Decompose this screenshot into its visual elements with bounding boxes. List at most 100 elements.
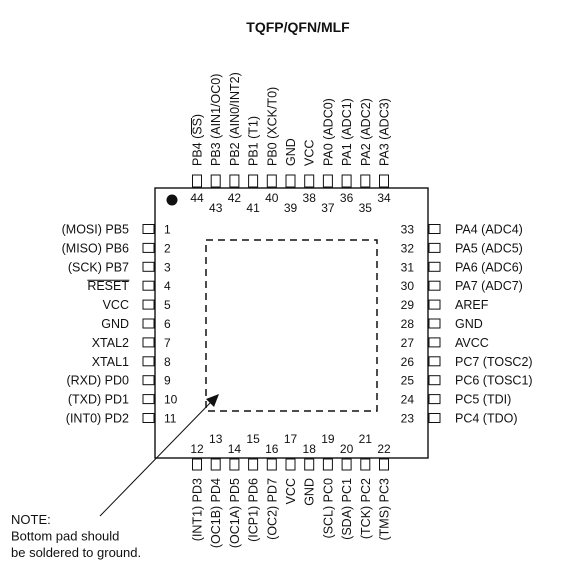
pin-pad	[428, 375, 441, 386]
pin-number: 33	[401, 223, 415, 237]
pin-label: VCC	[303, 140, 317, 166]
pin-number: 44	[190, 191, 204, 205]
exposed-pad-outline	[205, 239, 378, 412]
pin-pad	[428, 337, 441, 348]
note-line: be soldered to ground.	[11, 545, 141, 560]
pin-number: 3	[164, 260, 171, 274]
pin-pad	[428, 299, 441, 310]
pin-label: PB2 (AIN0/INT2)	[228, 72, 242, 166]
pin-label: PA2 (ADC2)	[359, 98, 373, 166]
pin-pad	[192, 458, 202, 471]
pin-pad	[210, 458, 221, 471]
pin-number: 34	[377, 191, 391, 205]
pin-number: 6	[164, 317, 171, 331]
pin-number: 26	[401, 355, 415, 369]
note-line: Bottom pad should	[11, 529, 119, 544]
pin-pad	[341, 458, 352, 471]
pin-label: PA3 (ADC3)	[378, 98, 392, 166]
pin-label: PB1 (T1)	[247, 116, 261, 166]
pin-pad	[210, 174, 221, 188]
pin-number: 16	[265, 442, 279, 456]
pin-label: (SDA) PC1	[340, 478, 354, 540]
pin-label: PC7 (TOSC2)	[455, 355, 533, 369]
pin-pad	[360, 174, 371, 188]
pin-label: GND	[101, 317, 129, 331]
pin-pad	[285, 174, 296, 188]
pin-pad	[248, 458, 259, 471]
pin-pad	[428, 261, 441, 272]
pin-label: PC4 (TDO)	[455, 412, 518, 426]
pin-number: 18	[303, 442, 317, 456]
diagram-title: TQFP/QFN/MLF	[246, 19, 350, 35]
pin-number: 24	[401, 393, 415, 407]
pin-pad	[360, 458, 371, 471]
pin-label: (OC1A) PD5	[228, 478, 242, 548]
pin-label: (SCK) PB7	[68, 260, 129, 274]
pin-label: XTAL2	[92, 336, 129, 350]
pin-number: 9	[164, 374, 171, 388]
pin-pad	[142, 413, 155, 423]
pin-number: 8	[164, 355, 171, 369]
pin-pad	[142, 318, 155, 329]
pin-pad	[142, 242, 155, 253]
pin-pad	[428, 356, 441, 367]
pin-label: (ICP1) PD6	[247, 478, 261, 542]
pin-number: 2	[164, 241, 171, 255]
pin-number: 25	[401, 374, 415, 388]
pin-number: 4	[164, 279, 171, 293]
pin-number: 31	[401, 260, 415, 274]
pin-label: PC5 (TDI)	[455, 393, 511, 407]
pin-number: 30	[401, 279, 415, 293]
pin-number: 17	[284, 432, 298, 446]
pin-pad	[142, 375, 155, 386]
chip-body	[154, 187, 429, 459]
pin-label: (TCK) PC2	[359, 478, 373, 539]
pin-number: 15	[246, 432, 260, 446]
pin-number: 19	[321, 432, 335, 446]
pin-pad	[142, 356, 155, 367]
pin-label: (MISO) PB6	[62, 241, 129, 255]
pin1-marker-dot	[166, 194, 178, 206]
pin-pad	[229, 458, 240, 471]
pin-label: GND	[455, 317, 483, 331]
pin-number: 21	[359, 432, 373, 446]
pin-pad	[428, 394, 441, 405]
pin-pad	[341, 174, 352, 188]
pin-pad	[248, 174, 259, 188]
pin-label: XTAL1	[92, 355, 129, 369]
pin-number: 28	[401, 317, 415, 331]
pin-number: 27	[401, 336, 415, 350]
pin-pad	[266, 174, 277, 188]
pin-number: 7	[164, 336, 171, 350]
pin-pad	[428, 413, 441, 423]
pin-number: 41	[246, 201, 260, 215]
pin-label: PA6 (ADC6)	[455, 260, 523, 274]
note-arrow-line	[99, 400, 213, 517]
pin-number: 36	[340, 191, 354, 205]
pin-pad	[428, 280, 441, 291]
pin-pad	[142, 299, 155, 310]
pin-pad	[142, 394, 155, 405]
pin-number: 1	[164, 223, 171, 237]
pin-label: GND	[284, 138, 298, 166]
pin-label: PB0 (XCK/T0)	[265, 87, 279, 166]
pin-number: 39	[284, 201, 298, 215]
pin-pad	[142, 280, 155, 291]
pin-number: 35	[359, 201, 373, 215]
note-line: NOTE:	[11, 512, 51, 527]
pin-pad	[192, 174, 202, 188]
pin-label: VCC	[284, 478, 298, 504]
pin-pad	[266, 458, 277, 471]
pin-pad	[322, 458, 333, 471]
pin-number: 29	[401, 298, 415, 312]
pin-label: (OC2) PD7	[265, 478, 279, 540]
pin-label: PC6 (TOSC1)	[455, 374, 533, 388]
pin-number: 10	[164, 393, 178, 407]
pin-number: 20	[340, 442, 354, 456]
pin-pad	[379, 458, 389, 471]
pin-pad	[379, 174, 389, 188]
